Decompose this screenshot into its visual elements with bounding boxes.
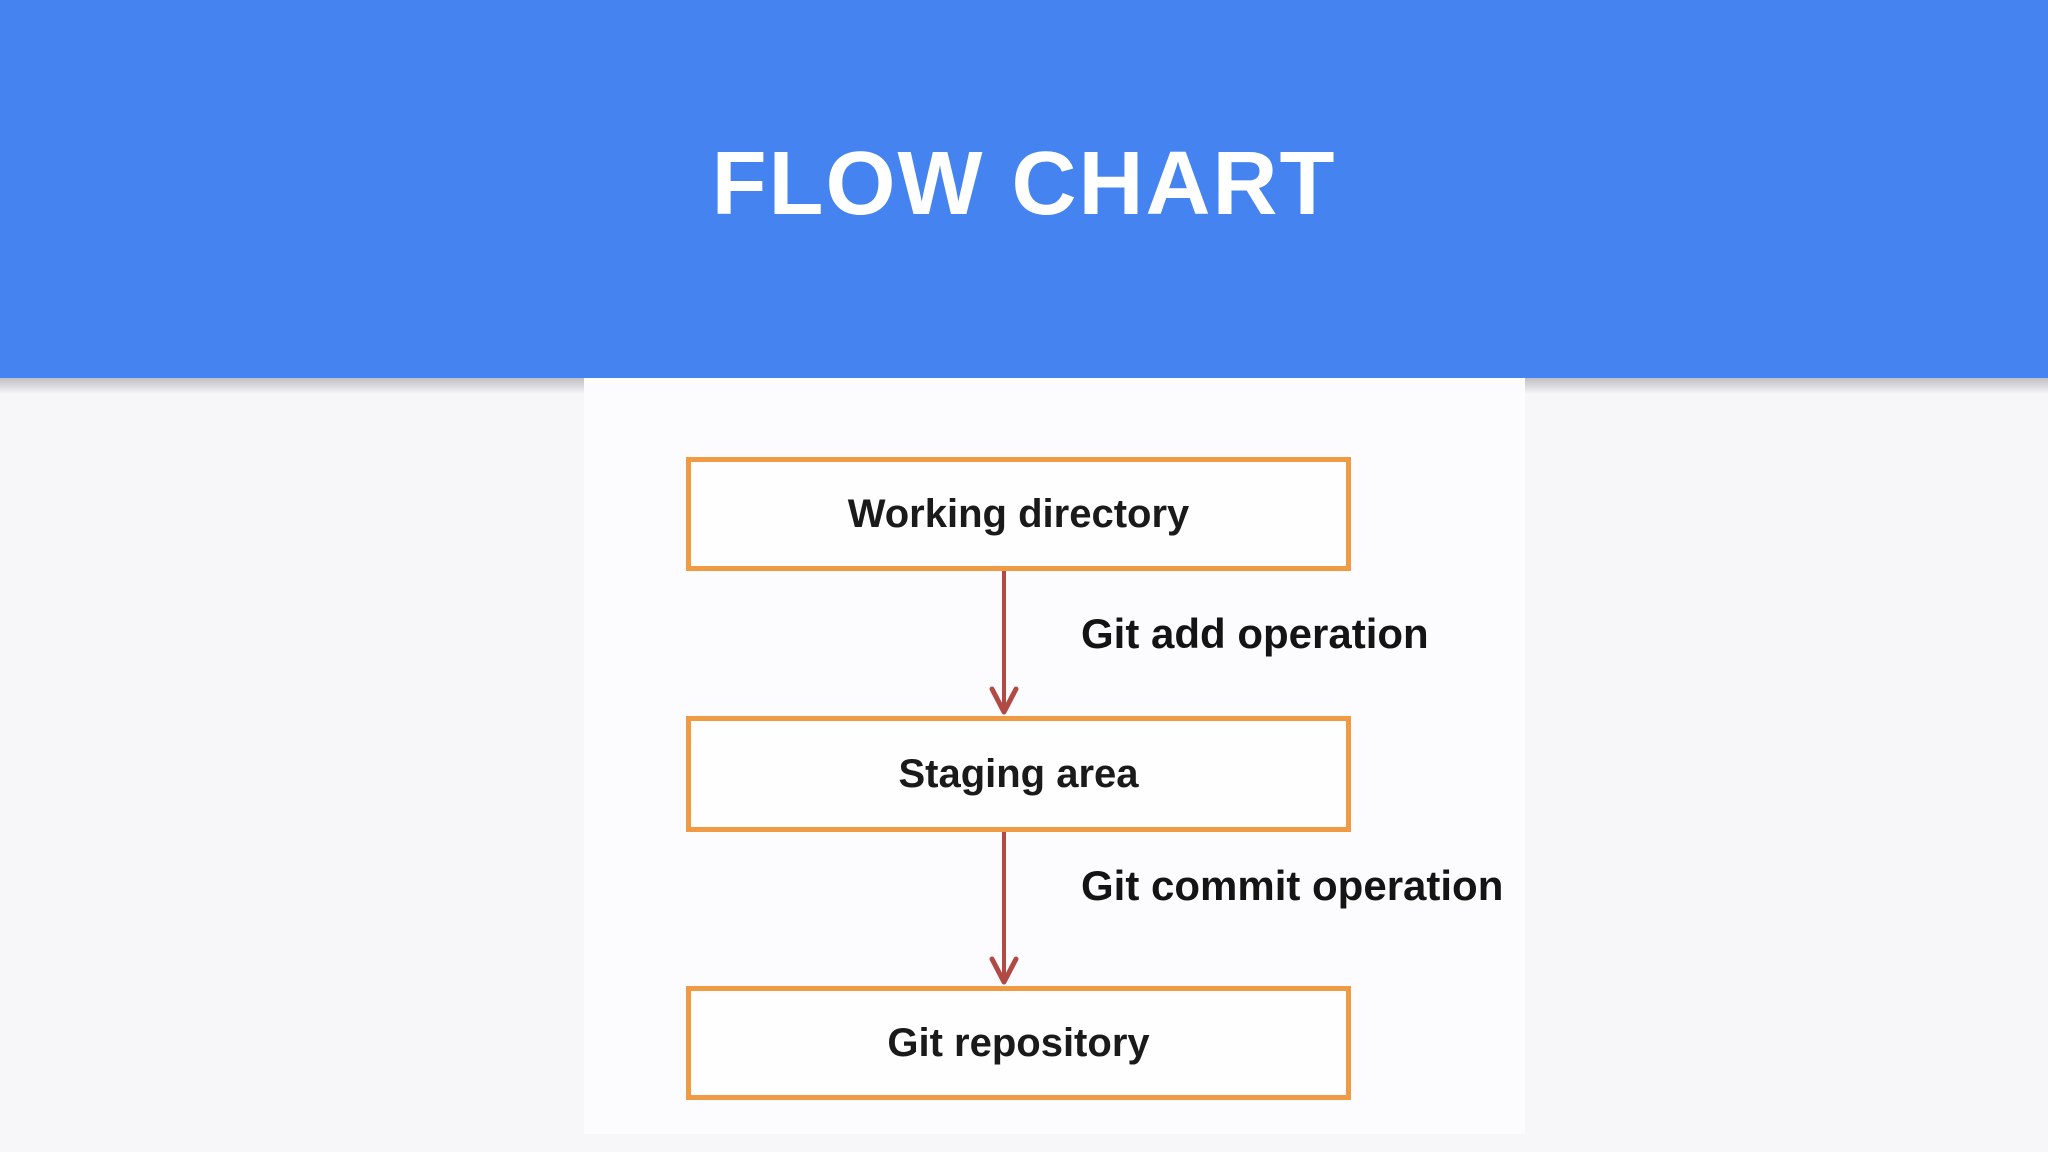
arrow-down-icon (989, 832, 1019, 985)
node-working-directory: Working directory (686, 457, 1351, 571)
node-staging-area-label: Staging area (898, 751, 1139, 796)
page-title: FLOW CHART (711, 133, 1337, 234)
node-working-directory-label: Working directory (847, 491, 1190, 536)
edge-label-git-add: Git add operation (1081, 610, 1429, 657)
node-git-repository-label: Git repository (887, 1020, 1150, 1065)
arrow-down-icon (989, 571, 1019, 715)
node-git-repository: Git repository (686, 986, 1351, 1100)
node-staging-area: Staging area (686, 716, 1351, 832)
title-banner: FLOW CHART (0, 0, 2048, 378)
edge-label-git-commit: Git commit operation (1081, 862, 1504, 909)
